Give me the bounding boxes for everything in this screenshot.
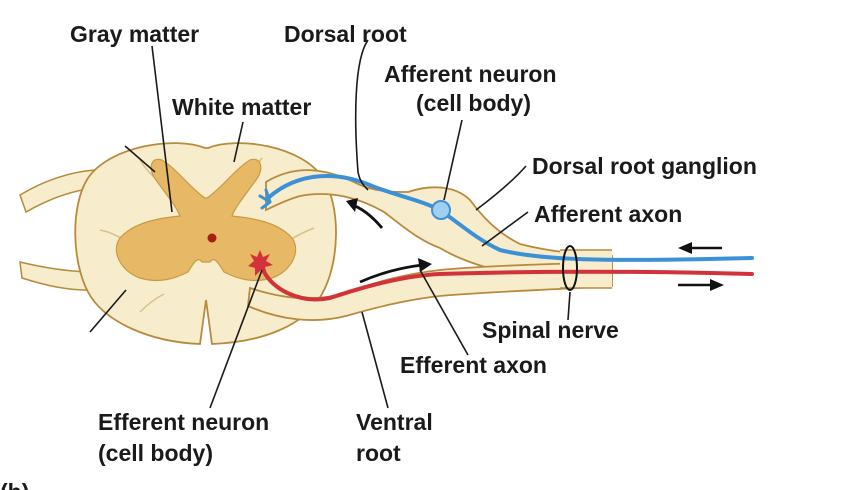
label-dorsal-root: Dorsal root — [284, 21, 407, 47]
label-efferent-neuron-line2: (cell body) — [98, 440, 213, 466]
direction-arrows — [346, 198, 724, 291]
outgoing-arrow — [710, 279, 724, 291]
afferent-axon-line — [266, 174, 754, 262]
label-ventral-root-line1: Ventral — [356, 409, 433, 435]
label-white-matter: White matter — [172, 94, 311, 120]
incoming-arrow — [678, 242, 692, 254]
gray-matter-region — [115, 158, 297, 282]
efferent-cell-body — [248, 250, 273, 276]
label-afferent-axon: Afferent axon — [534, 201, 682, 227]
label-spinal-nerve: Spinal nerve — [482, 317, 619, 343]
spinal-nerve-marker — [562, 245, 578, 291]
spinal-nerve — [560, 250, 612, 288]
label-afferent-neuron-line2: (cell body) — [416, 90, 531, 116]
panel-letter: (b) — [0, 479, 29, 490]
afferent-pathway — [258, 174, 754, 262]
labels: Gray matter Dorsal root Afferent neuron … — [0, 21, 757, 490]
leader-lines — [89, 39, 571, 409]
central-canal — [207, 233, 217, 243]
afferent-cell-body — [431, 200, 451, 220]
label-gray-matter: Gray matter — [70, 21, 199, 47]
label-afferent-neuron-line1: Afferent neuron — [384, 61, 557, 87]
label-ventral-root-line2: root — [356, 440, 401, 466]
label-dorsal-root-ganglion: Dorsal root ganglion — [532, 153, 757, 179]
label-efferent-axon: Efferent axon — [400, 352, 547, 378]
label-efferent-neuron-line1: Efferent neuron — [98, 409, 269, 435]
afferent-terminal — [258, 188, 272, 210]
inward-curved-arrow — [359, 263, 423, 284]
